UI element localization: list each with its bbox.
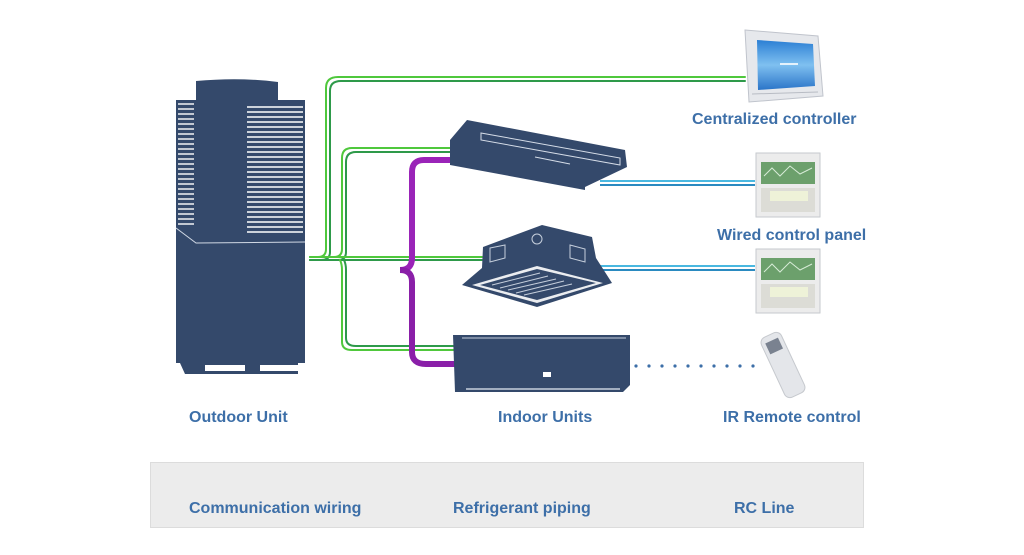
outdoor-unit-label: Outdoor Unit [189, 409, 288, 426]
centralized-controller-label: Centralized controller [692, 111, 857, 128]
indoor-units-label: Indoor Units [498, 409, 593, 426]
wired-control-panel-icon-2 [755, 248, 821, 314]
refrigerant-piping [310, 157, 478, 367]
legend-comm-label: Communication wiring [189, 500, 362, 517]
comm-wire-wall [339, 259, 456, 351]
ceiling-indoor-unit-icon [450, 120, 627, 190]
wired-control-panel-icon-1 [755, 152, 821, 218]
communication-wiring [309, 76, 746, 351]
legend-panel [150, 462, 864, 528]
refrigerant-wall [399, 267, 455, 367]
ir-remote-icon [760, 331, 806, 399]
wall-indoor-unit-icon [453, 335, 630, 392]
legend-refrigerant-label: Refrigerant piping [453, 500, 591, 517]
outdoor-unit-icon [175, 79, 306, 374]
rc-lines [590, 180, 755, 271]
wired-control-panel-label: Wired control panel [717, 227, 867, 244]
cassette-indoor-unit-icon [462, 225, 612, 307]
legend-rc-label: RC Line [734, 500, 795, 517]
ir-signal-dots [634, 364, 755, 368]
centralized-controller-icon [744, 29, 824, 103]
refrigerant-ceiling [399, 157, 452, 273]
ir-remote-label: IR Remote control [723, 409, 861, 426]
